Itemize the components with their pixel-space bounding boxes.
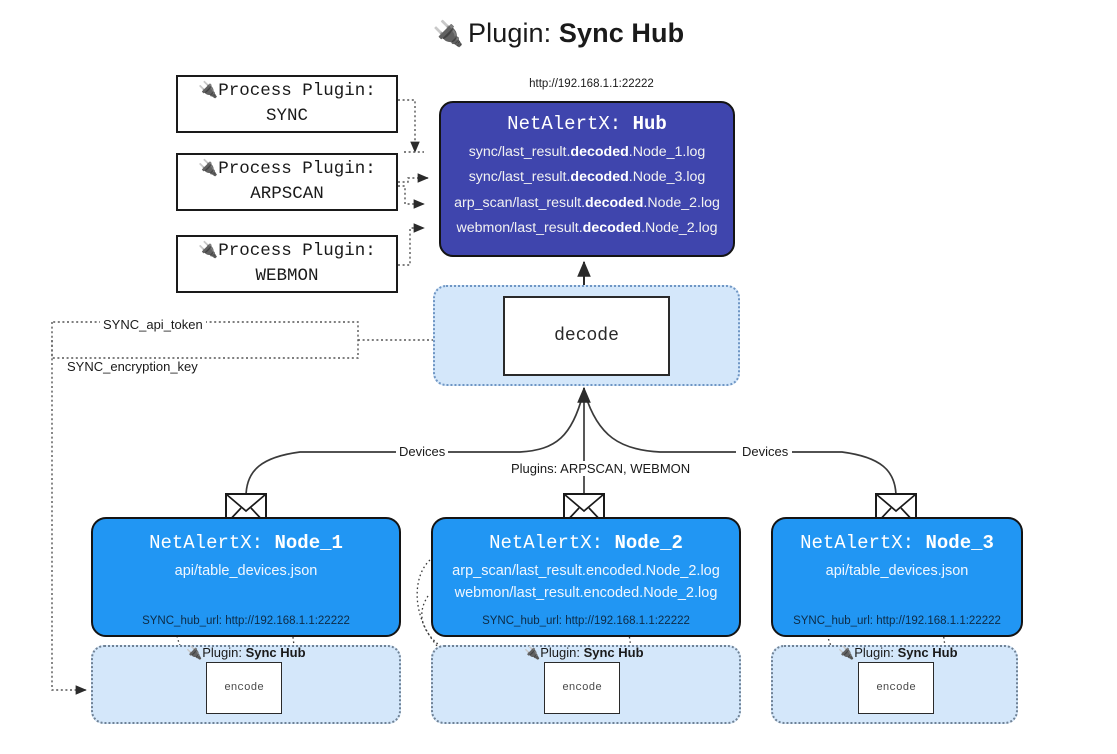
node-card-node-2[interactable]: NetAlertX: Node_2 arp_scan/last_result.e…	[431, 517, 741, 637]
hub-log-4: webmon/last_result.decoded.Node_2.log	[456, 219, 718, 236]
plug-icon: 🔌	[198, 81, 219, 100]
node-2-line-1: arp_scan/last_result.encoded.Node_2.log	[452, 563, 720, 579]
secret-api-token-label: SYNC_api_token	[100, 317, 206, 332]
page-title-strong: Sync Hub	[558, 18, 685, 48]
plug-icon: 🔌	[432, 20, 465, 48]
edge-label-devices-right: Devices	[739, 444, 792, 459]
encode-label-1: encode	[224, 682, 264, 694]
hub-log-3: arp_scan/last_result.decoded.Node_2.log	[454, 194, 720, 211]
process-plugin-webmon-header: 🔌Process Plugin:	[198, 240, 376, 261]
encode-plugin-label-2: 🔌Plugin: Sync Hub	[524, 645, 644, 660]
hub-url-label: http://192.168.1.1:22222	[529, 78, 654, 90]
hub-node-title: NetAlertX: Hub	[507, 113, 667, 135]
encode-box-node-3[interactable]: encode	[858, 662, 934, 714]
node-card-node-3[interactable]: NetAlertX: Node_3 api/table_devices.json…	[771, 517, 1023, 637]
hub-node[interactable]: NetAlertX: Hub sync/last_result.decoded.…	[439, 101, 735, 257]
encode-label-2: encode	[562, 682, 602, 694]
decode-label: decode	[554, 326, 619, 346]
hub-log-1: sync/last_result.decoded.Node_1.log	[468, 144, 706, 160]
node-1-line-1: api/table_devices.json	[174, 563, 318, 579]
decode-box[interactable]: decode	[503, 296, 670, 376]
encode-label-3: encode	[876, 682, 916, 694]
plug-icon: 🔌	[198, 241, 219, 260]
process-plugin-arpscan[interactable]: 🔌Process Plugin: ARPSCAN	[176, 153, 398, 211]
node-3-hub-url: SYNC_hub_url: http://192.168.1.1:22222	[793, 615, 1001, 627]
node-1-hub-url: SYNC_hub_url: http://192.168.1.1:22222	[142, 615, 350, 627]
process-plugin-sync[interactable]: 🔌Process Plugin: SYNC	[176, 75, 398, 133]
process-plugin-arpscan-header: 🔌Process Plugin:	[198, 158, 376, 179]
plug-icon: 🔌	[524, 645, 541, 660]
process-plugin-sync-name: SYNC	[265, 106, 308, 126]
edge-label-plugins: Plugins: ARPSCAN, WEBMON	[508, 461, 694, 476]
node-2-title: NetAlertX: Node_2	[489, 532, 683, 554]
plug-icon: 🔌	[838, 645, 855, 660]
encode-box-node-1[interactable]: encode	[206, 662, 282, 714]
secret-encryption-key-label: SYNC_encryption_key	[64, 359, 201, 374]
node-2-hub-url: SYNC_hub_url: http://192.168.1.1:22222	[482, 615, 690, 627]
plug-icon: 🔌	[198, 159, 219, 178]
node-3-line-1: api/table_devices.json	[825, 563, 969, 579]
node-3-title: NetAlertX: Node_3	[800, 532, 994, 554]
process-plugin-webmon[interactable]: 🔌Process Plugin: WEBMON	[176, 235, 398, 293]
page-title-lead: Plugin:	[468, 18, 552, 48]
process-plugin-webmon-name: WEBMON	[255, 266, 319, 286]
node-card-node-1[interactable]: NetAlertX: Node_1 api/table_devices.json…	[91, 517, 401, 637]
edge-label-devices-left: Devices	[396, 444, 449, 459]
node-1-title: NetAlertX: Node_1	[149, 532, 343, 554]
encode-plugin-label-1: 🔌Plugin: Sync Hub	[186, 645, 306, 660]
node-2-line-2: webmon/last_result.encoded.Node_2.log	[454, 585, 718, 601]
page-title: 🔌Plugin: Sync Hub	[0, 18, 1117, 49]
process-plugin-arpscan-name: ARPSCAN	[250, 184, 324, 204]
encode-plugin-label-3: 🔌Plugin: Sync Hub	[838, 645, 958, 660]
encode-box-node-2[interactable]: encode	[544, 662, 620, 714]
process-plugin-sync-header: 🔌Process Plugin:	[198, 80, 376, 101]
plug-icon: 🔌	[186, 645, 203, 660]
hub-log-2: sync/last_result.decoded.Node_3.log	[468, 169, 706, 186]
